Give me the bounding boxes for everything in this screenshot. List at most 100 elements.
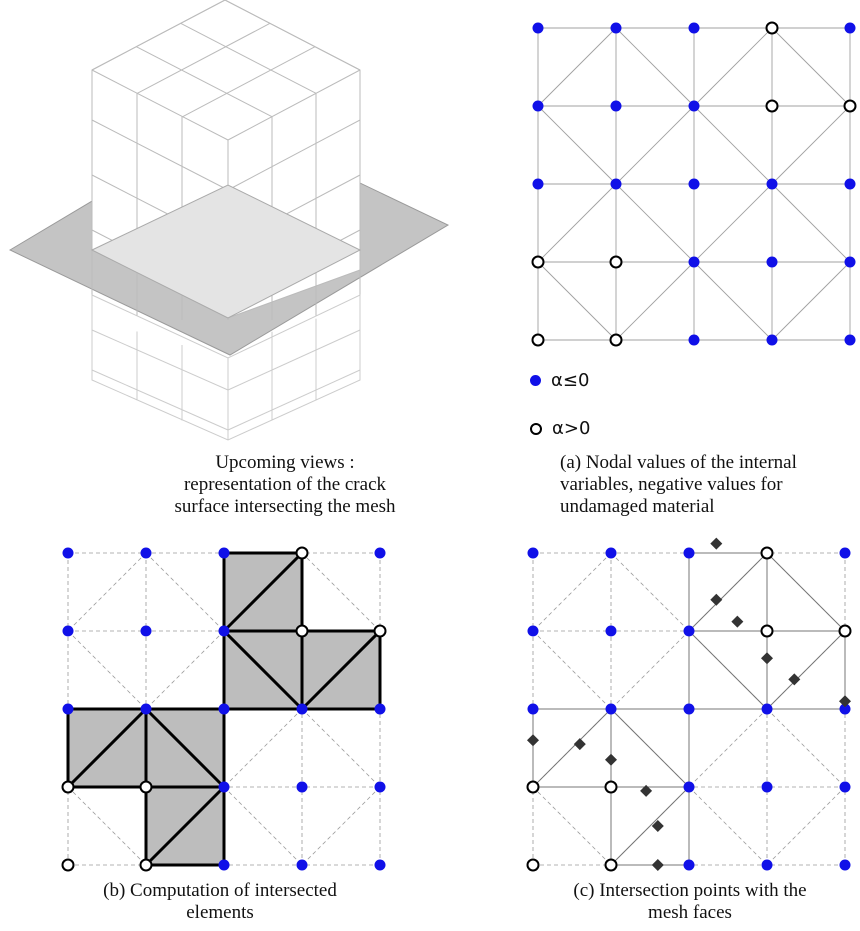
caption-c-line2: mesh faces (648, 902, 732, 923)
grid-diagonal (145, 552, 225, 632)
grid-diagonal (615, 183, 695, 263)
grid-diagonal (537, 105, 617, 185)
node-negative (140, 703, 152, 715)
column-lower-level (91, 329, 229, 391)
node-positive (139, 858, 153, 872)
caption-c-line1: (c) Intersection points with the (573, 880, 807, 901)
node-negative (532, 178, 544, 190)
crack-section (90, 184, 362, 319)
node-negative (374, 547, 386, 559)
legend-negative: α≤0 (530, 370, 589, 391)
node-negative (610, 100, 622, 112)
node-negative (62, 625, 74, 637)
node-negative (296, 781, 308, 793)
caption-b-line1: (b) Computation of intersected (103, 880, 337, 901)
node-negative (761, 703, 773, 715)
node-negative (527, 703, 539, 715)
node-negative (766, 256, 778, 268)
node-negative (218, 547, 230, 559)
node-positive (609, 255, 623, 269)
node-positive (61, 780, 75, 794)
node-negative (374, 781, 386, 793)
node-negative (844, 22, 856, 34)
caption-a-line2: variables, negative values for (560, 474, 783, 495)
grid-diagonal (223, 708, 303, 788)
node-positive (526, 858, 540, 872)
node-negative (683, 859, 695, 871)
node-positive (373, 624, 387, 638)
grid-diagonal (693, 27, 773, 107)
crack-trace (532, 708, 690, 866)
node-negative (140, 625, 152, 637)
node-negative (839, 547, 851, 559)
intersection-point-marker (651, 859, 664, 871)
column-top-grid (91, 0, 226, 71)
node-positive (604, 780, 618, 794)
node-negative (374, 859, 386, 871)
node-negative (688, 100, 700, 112)
grid-diagonal (766, 786, 846, 866)
intersection-point-marker (605, 753, 617, 766)
grid-diagonal (537, 27, 617, 107)
column-top-grid (227, 69, 361, 141)
node-negative (766, 334, 778, 346)
node-positive (609, 333, 623, 347)
node-positive (531, 333, 545, 347)
node-negative (62, 703, 74, 715)
node-negative (688, 334, 700, 346)
intersection-point-marker (731, 615, 744, 628)
node-negative (610, 178, 622, 190)
grid-diagonal (532, 552, 612, 632)
node-negative (140, 547, 152, 559)
node-negative (688, 22, 700, 34)
caption-3d-line1: Upcoming views : (215, 452, 355, 473)
intersected-diagonal (144, 707, 226, 789)
node-negative (766, 178, 778, 190)
node-negative (296, 859, 308, 871)
column-top-grid (182, 46, 316, 118)
node-negative (844, 334, 856, 346)
node-negative (839, 859, 851, 871)
caption-3d-line2: representation of the crack (183, 474, 387, 495)
column-lower-level (91, 369, 229, 431)
grid-diagonal (771, 261, 851, 341)
node-negative (683, 547, 695, 559)
intersected-diagonal (144, 785, 226, 867)
node-positive (604, 858, 618, 872)
column-lower-level (227, 369, 361, 431)
grid-diagonal (610, 552, 690, 632)
node-positive (139, 780, 153, 794)
node-negative (844, 178, 856, 190)
node-negative (374, 703, 386, 715)
node-negative (605, 703, 617, 715)
caption-b: (b) Computation of intersected elements (40, 880, 400, 924)
node-positive (295, 546, 309, 560)
legend-negative-label: α≤0 (551, 370, 590, 391)
grid-diagonal (766, 708, 846, 788)
column-lower-level (227, 329, 361, 391)
intersection-point-marker (710, 593, 723, 606)
intersection-point-marker (573, 738, 586, 751)
intersected-diagonal (222, 551, 304, 633)
node-negative (218, 781, 230, 793)
intersection-point-marker (710, 537, 723, 550)
node-negative (688, 178, 700, 190)
grid-diagonal (688, 786, 768, 866)
grid-diagonal (67, 552, 147, 632)
column-top-grid (224, 0, 361, 71)
node-negative (761, 859, 773, 871)
node-positive (843, 99, 857, 113)
grid-diagonal (67, 786, 147, 866)
intersected-outline (766, 630, 846, 710)
open-node-icon (530, 422, 542, 435)
legend-positive-label: α>0 (552, 418, 591, 439)
node-positive (61, 858, 75, 872)
node-positive (760, 624, 774, 638)
grid-diagonal (301, 552, 381, 632)
mesh-3d-view (0, 0, 470, 445)
filled-node-icon (530, 375, 541, 386)
grid-diagonal (771, 105, 851, 185)
panel-a-svg (531, 21, 857, 347)
column-level-line (91, 119, 229, 191)
node-negative (605, 547, 617, 559)
